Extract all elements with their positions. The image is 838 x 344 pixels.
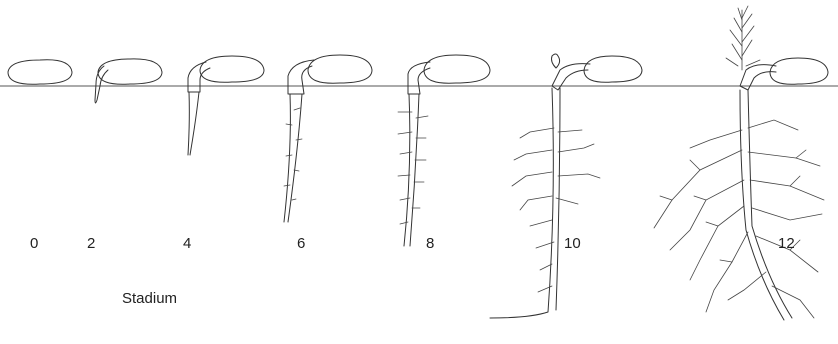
axis-caption: Stadium (122, 290, 177, 307)
stage-label-12: 12 (778, 235, 795, 252)
seedling-stage-6 (284, 55, 372, 222)
stage-label-4: 4 (183, 235, 191, 252)
seedling-stage-4 (188, 56, 264, 155)
seedling-stage-0 (8, 60, 72, 85)
seedling-stage-10 (490, 54, 642, 318)
stage-label-8: 8 (426, 235, 434, 252)
seedling-stage-12 (654, 6, 828, 320)
seedling-stage-2 (95, 59, 162, 103)
stage-label-2: 2 (87, 235, 95, 252)
stage-label-10: 10 (564, 235, 581, 252)
seedling-stage-8 (398, 55, 490, 246)
stage-label-6: 6 (297, 235, 305, 252)
stage-label-0: 0 (30, 235, 38, 252)
